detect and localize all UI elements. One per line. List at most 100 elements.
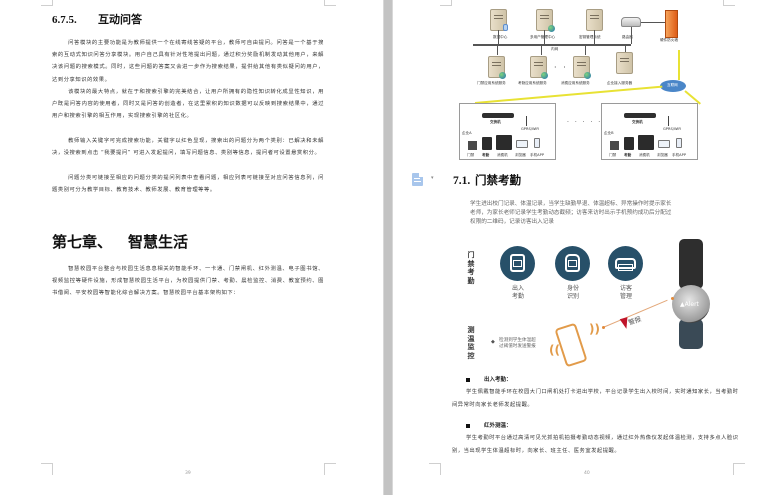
section-heading: 6.7.5. 互动问答 [52, 11, 142, 27]
temperature-alert-text: 检测到学生体温超过阈值时发送警报 [499, 338, 536, 349]
bus-label: 内网 [551, 47, 559, 51]
switch-label: 交换机 [490, 120, 501, 124]
page-number: 39 [185, 471, 191, 476]
chevron-down-icon[interactable]: ▾ [431, 175, 434, 181]
network-architecture-diagram: 数据中心 多用户管理中心 密钥管理系统 路由器 硬件防火墙 内网 门禁应用系统服… [455, 0, 725, 163]
database-icon [503, 24, 508, 31]
cloud-icon [660, 80, 686, 92]
device-label: 考勤 [482, 153, 490, 157]
device-label: 考勤 [624, 153, 632, 157]
paragraph-text: 该模块的最大特点，就在于和搜索引擎的完美结合，让用户所拥有的隐性知识转化成显性知… [52, 89, 324, 120]
margin-corner-top-left [440, 0, 452, 6]
ellipsis: · · · [554, 63, 577, 72]
device-label: 手机APP [672, 153, 686, 157]
server-label: 企业接入服务器 [607, 81, 633, 85]
link-line [541, 45, 542, 55]
access-intro-text: 学生进出校门记录、体温记录，当学生缺勤早退、体温超标、异常操作时提示家长老师，为… [470, 201, 672, 225]
laptop-icon [516, 140, 528, 148]
cloud-label: 互联网 [667, 83, 678, 87]
network-bus [473, 44, 631, 46]
device-label: 浏览器 [657, 153, 668, 157]
link-line [544, 30, 545, 44]
subsection-body: 学生佩戴智能手环在校园大门口闸机处打卡进出学校，平台记录学生出入校时间，实时通知… [452, 389, 739, 408]
site-a: 交换机 企业A GPRS/WiFi 门禁 考勤 消费机 浏览器 手机APP [459, 103, 556, 160]
router-icon [621, 17, 641, 27]
layout-options-icon[interactable] [412, 173, 423, 186]
icon-caption: 身份识别 [566, 285, 579, 300]
pos-device-icon [638, 135, 654, 150]
globe-icon [541, 72, 548, 79]
server-label: 数据中心 [493, 35, 508, 39]
margin-corner-top-right [324, 0, 336, 6]
globe-icon [584, 72, 591, 79]
paragraph-text: 智慧校园平台整合与校园生活息息相关的智能手环、一卡通、门禁闸机、红外测温、电子图… [52, 266, 324, 297]
server-label: 考勤应用系统服务 [518, 81, 547, 85]
firewall-label: 硬件防火墙 [660, 38, 678, 42]
subsection-heading: 出入考勤： [466, 375, 512, 383]
chapter-title: 智慧生活 [128, 233, 189, 251]
device-label: 门禁 [467, 153, 475, 157]
paragraph-2: 该模块的最大特点，就在于和搜索引擎的完美结合，让用户所拥有的隐性知识转化成显性知… [52, 86, 324, 123]
globe-icon [499, 72, 506, 79]
icon-caption: 访客管理 [619, 285, 632, 300]
org-label: 企业A [462, 131, 472, 135]
antenna-icon [668, 116, 669, 126]
paragraph-text: 问题分类可链接至相应的问题分类的提问列表中查看问题，相应列表可链接至对应问答信息… [52, 175, 324, 194]
server-label: 密钥管理系统 [579, 35, 601, 39]
phone-icon [676, 138, 682, 148]
switch-icon [482, 113, 514, 118]
gprs-label: GPRS/WiFi [521, 127, 540, 131]
link-line [631, 27, 632, 44]
firewall-icon [665, 10, 678, 38]
switch-icon [624, 113, 656, 118]
link-line [594, 30, 595, 44]
subsection-body: 学生考勤时平台通过高清可见光抓拍机拍摄考勤动态视频，通过红外热像仪发起体温检测，… [452, 435, 739, 454]
chapter-paragraph: 智慧校园平台整合与校园生活息息相关的智能手环、一卡通、门禁闸机、红外测温、电子图… [52, 263, 324, 300]
bus-icon [500, 246, 535, 281]
device-label: 门禁 [609, 153, 617, 157]
paragraph-text: 问答模块的主要功能是为教师提供一个在线寄线答疑的平台，教师可自由提问。问答是一个… [52, 40, 324, 83]
section-title: 互动问答 [98, 14, 142, 26]
wireless-link [678, 50, 680, 80]
ellipsis: · · · · · · [567, 119, 610, 126]
square-bullet-icon [466, 423, 470, 428]
link-line [498, 30, 499, 44]
smart-wristband-image: ▲Alert [670, 239, 710, 359]
door-device-icon [468, 141, 477, 150]
link-line [497, 45, 498, 55]
chapter-heading: 第七章、智慧生活 [52, 231, 188, 252]
subsection-heading: 红外测温： [466, 421, 512, 429]
site-b: 交换机 企业B GPRS/WiFi 门禁 考勤 消费机 浏览器 手机APP [601, 103, 698, 160]
server-label: 多用户管理中心 [530, 35, 556, 39]
attendance-device-icon [482, 137, 492, 150]
page-gutter [383, 0, 393, 495]
link-dot [602, 326, 605, 329]
paragraph-text: 教师输入关键字可完成搜索功能，关键字以红色显现，搜索出的问题分为两个类别：已解决… [52, 138, 324, 157]
server-label: 门禁应用系统服务 [477, 81, 506, 85]
temperature-vertical-label: 测温监控 [467, 326, 475, 360]
margin-corner-bottom-left [41, 463, 53, 475]
switch-label: 交换机 [632, 120, 643, 124]
link-line [641, 22, 665, 23]
section-number: 6.7.5. [52, 14, 77, 26]
car-icon [608, 246, 643, 281]
icon-caption: 出入考勤 [511, 285, 524, 300]
diamond-bullet-icon: ◆ [491, 339, 495, 345]
server-label: 消费应用系统服务 [561, 81, 590, 85]
paragraph-1: 问答模块的主要功能是为教师提供一个在线寄线答疑的平台，教师可自由提问。问答是一个… [52, 37, 324, 86]
router-label: 路由器 [622, 35, 633, 39]
paragraph-3: 教师输入关键字可完成搜索功能，关键字以红色显现，搜索出的问题分为两个类别：已解决… [52, 135, 324, 159]
link-line [585, 45, 586, 55]
margin-corner-top-right [723, 0, 735, 6]
device-label: 浏览器 [515, 153, 526, 157]
device-label: 消费机 [639, 153, 650, 157]
paragraph-4: 问题分类可链接至相应的问题分类的提问列表中查看问题，相应列表可链接至对应问答信息… [52, 172, 324, 196]
antenna-icon [526, 116, 527, 126]
gprs-label: GPRS/WiFi [663, 127, 682, 131]
pos-device-icon [496, 135, 512, 150]
door-device-icon [610, 141, 619, 150]
margin-corner-top-left [41, 0, 53, 6]
margin-corner-bottom-right [324, 463, 336, 475]
chapter-label: 第七章、 [52, 233, 113, 251]
page-39: 6.7.5. 互动问答 问答模块的主要功能是为教师提供一个在线寄线答疑的平台，教师… [41, 0, 336, 476]
